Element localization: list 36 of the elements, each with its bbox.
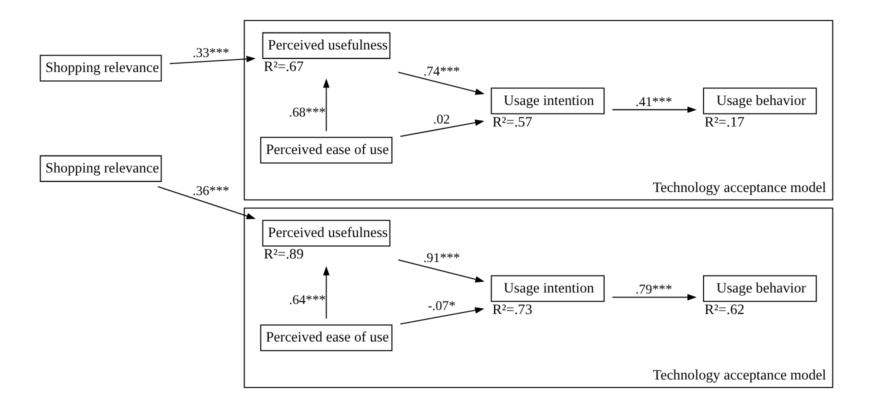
node-box: Usage behavior — [702, 275, 816, 302]
edge-label: .02 — [432, 111, 450, 126]
arrow — [157, 186, 256, 220]
arrow — [400, 307, 484, 324]
node-label: R²=.67 — [263, 58, 304, 75]
edge-label: .33*** — [192, 44, 229, 60]
arrow — [322, 78, 330, 132]
edge-label: .79*** — [635, 282, 672, 297]
node-label: R²=.62 — [704, 302, 744, 318]
node-label: R²=.17 — [704, 114, 744, 130]
node-box: Perceived usefulness — [262, 32, 390, 59]
edge-label: .41*** — [635, 94, 672, 109]
edge-label: .64*** — [288, 292, 326, 307]
node-box: Perceived ease of use — [260, 324, 392, 352]
edge-label: .36*** — [192, 183, 229, 198]
arrow — [169, 56, 256, 64]
node-box: Perceived ease of use — [260, 136, 392, 164]
arrow — [322, 266, 330, 319]
arrow — [398, 259, 484, 282]
node-box: Shopping relevance — [39, 54, 162, 82]
edge-label: .68*** — [288, 104, 326, 120]
node-box: Usage intention — [490, 88, 604, 114]
edge-label: .74*** — [422, 63, 460, 78]
node-box: Usage intention — [490, 275, 604, 302]
arrow — [398, 72, 484, 95]
edge-label: .91*** — [422, 250, 460, 265]
node-box: Perceived usefulness — [262, 220, 390, 247]
arrow — [612, 106, 696, 113]
node-label: R²=.57 — [492, 114, 532, 130]
arrow — [612, 294, 696, 301]
node-box: Usage behavior — [702, 88, 816, 114]
node-label: R²=.89 — [263, 246, 304, 263]
node-label: R²=.73 — [492, 302, 532, 318]
arrow — [400, 120, 484, 137]
edge-label: -.07* — [427, 298, 455, 313]
node-box: Shopping relevance — [39, 155, 162, 182]
